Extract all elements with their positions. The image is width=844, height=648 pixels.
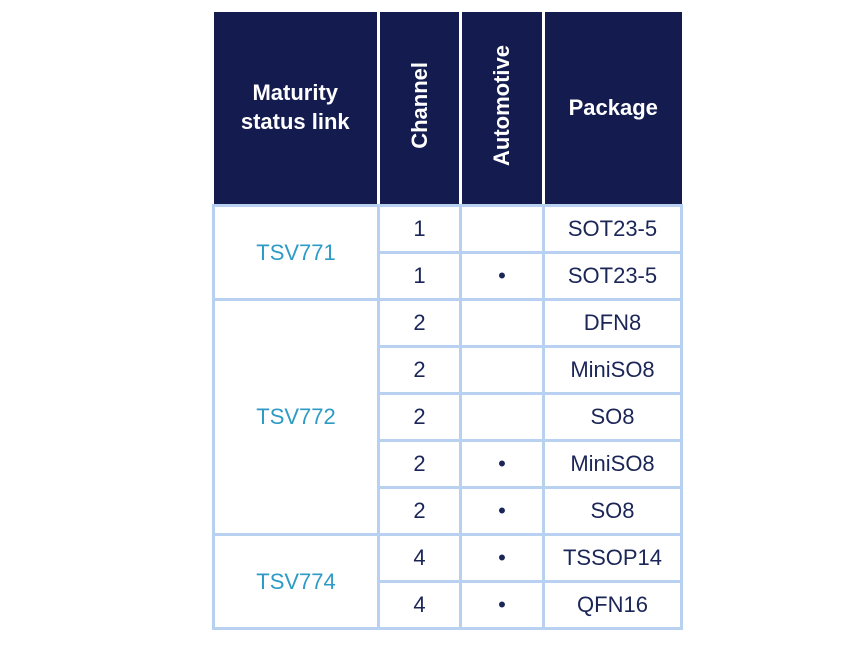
package-cell: SO8 xyxy=(542,486,683,536)
parts-selector-table: Maturity status link Channel Automotive … xyxy=(212,12,683,630)
channel-cell: 4 xyxy=(377,533,462,583)
automotive-cell xyxy=(459,204,545,254)
table-row: 2 SO8 xyxy=(214,392,683,442)
automotive-cell: • xyxy=(459,486,545,536)
table-row: 2 MiniSO8 xyxy=(214,345,683,395)
automotive-cell: • xyxy=(459,533,545,583)
automotive-cell xyxy=(459,345,545,395)
header-label-vertical: Channel xyxy=(406,61,432,149)
channel-cell: 2 xyxy=(377,392,462,442)
channel-cell: 1 xyxy=(377,204,462,254)
package-cell: DFN8 xyxy=(542,298,683,348)
automotive-cell: • xyxy=(459,251,545,301)
automotive-cell: • xyxy=(459,580,545,630)
automotive-cell xyxy=(459,298,545,348)
package-cell: SOT23-5 xyxy=(542,251,683,301)
channel-cell: 1 xyxy=(377,251,462,301)
automotive-cell xyxy=(459,392,545,442)
channel-cell: 2 xyxy=(377,439,462,489)
header-label-line: Package xyxy=(568,94,658,120)
part-cell-tsv771: TSV771 xyxy=(212,204,380,301)
channel-cell: 2 xyxy=(377,486,462,536)
channel-cell: 2 xyxy=(377,298,462,348)
parts-table-container: Maturity status link Channel Automotive … xyxy=(212,12,683,630)
table-row: 2 • MiniSO8 xyxy=(214,439,683,489)
part-cell-tsv772: TSV772 xyxy=(212,298,380,536)
table-row: 4 • QFN16 xyxy=(214,580,683,630)
package-cell: TSSOP14 xyxy=(542,533,683,583)
col-header-package: Package xyxy=(542,12,682,207)
part-link-tsv774[interactable]: TSV774 xyxy=(256,568,336,594)
channel-cell: 2 xyxy=(377,345,462,395)
package-cell: QFN16 xyxy=(542,580,683,630)
col-header-automotive: Automotive xyxy=(459,12,545,207)
automotive-cell: • xyxy=(459,439,545,489)
part-cell-tsv774: TSV774 xyxy=(212,533,380,630)
table-row: TSV772 2 DFN8 xyxy=(212,298,683,536)
part-link-tsv771[interactable]: TSV771 xyxy=(256,239,336,265)
header-label-line: status link xyxy=(240,109,350,134)
header-row: Maturity status link Channel Automotive … xyxy=(213,12,682,207)
table-row: 1 • SOT23-5 xyxy=(214,251,683,301)
header-label-line: Maturity xyxy=(252,80,339,106)
table-row: TSV774 4 • TSSOP14 xyxy=(212,533,683,630)
part-link-tsv772[interactable]: TSV772 xyxy=(256,404,336,429)
channel-cell: 4 xyxy=(377,580,462,630)
col-header-maturity-status-link: Maturity status link xyxy=(213,12,380,207)
table-row: 2 • SO8 xyxy=(214,486,683,536)
col-header-channel: Channel xyxy=(377,12,462,207)
package-cell: MiniSO8 xyxy=(542,345,683,395)
package-cell: SO8 xyxy=(542,392,683,442)
package-cell: MiniSO8 xyxy=(542,439,683,489)
header-label-vertical: Automotive xyxy=(489,44,514,166)
package-cell: SOT23-5 xyxy=(542,204,683,254)
table-row: TSV771 1 SOT23-5 xyxy=(212,204,683,301)
